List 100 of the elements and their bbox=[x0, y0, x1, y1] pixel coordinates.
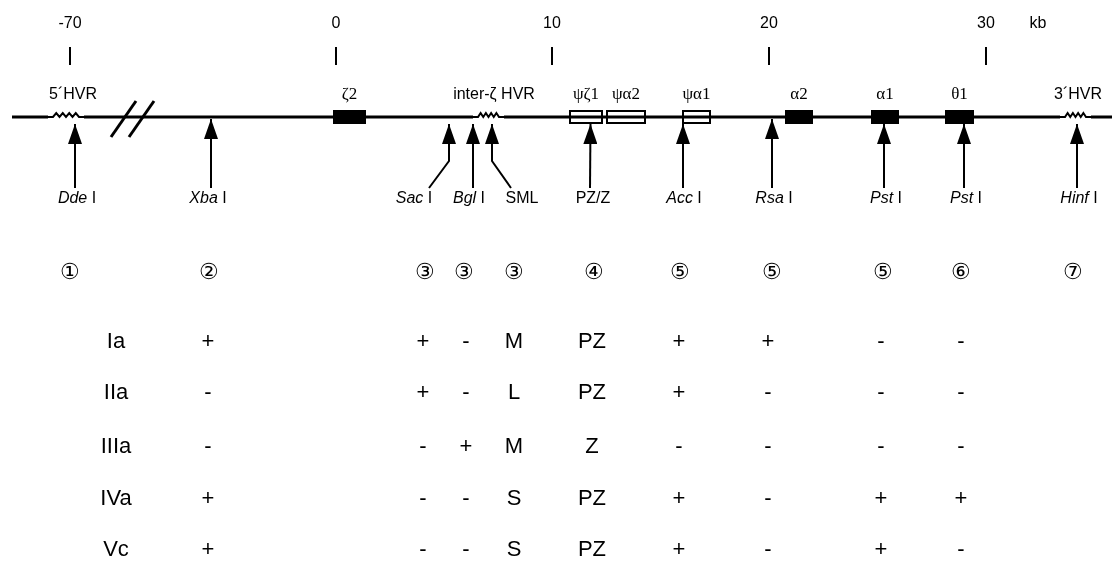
restriction-site-label: Rsa I bbox=[755, 188, 793, 208]
restriction-site-label: Pst I bbox=[950, 188, 982, 208]
table-value: + bbox=[954, 485, 968, 511]
circled-number: ② bbox=[199, 259, 219, 285]
gene-label: ψζ1 bbox=[571, 84, 601, 104]
restriction-site-label: Dde I bbox=[57, 188, 97, 208]
table-value: - bbox=[462, 536, 470, 562]
haplotype-label: IVa bbox=[100, 485, 132, 511]
table-value: + bbox=[201, 485, 215, 511]
arrow bbox=[485, 123, 512, 189]
gene-label: α1 bbox=[875, 84, 895, 104]
table-value: PZ bbox=[577, 328, 607, 354]
table-value: - bbox=[764, 485, 772, 511]
table-value: - bbox=[957, 433, 965, 459]
region-label: 5´HVR bbox=[48, 84, 98, 104]
circled-number: ⑤ bbox=[762, 259, 782, 285]
table-value: + bbox=[201, 536, 215, 562]
arrow bbox=[204, 118, 218, 189]
table-value: M bbox=[504, 328, 524, 354]
table-value: - bbox=[764, 433, 772, 459]
table-value: + bbox=[672, 536, 686, 562]
table-value: - bbox=[462, 328, 470, 354]
unit-label: kb bbox=[1029, 13, 1047, 33]
restriction-site-label: Hinf I bbox=[1060, 188, 1098, 208]
region-label: inter-ζ HVR bbox=[452, 84, 536, 104]
region-label: 3´HVR bbox=[1053, 84, 1103, 104]
table-value: - bbox=[204, 433, 212, 459]
circled-number: ⑤ bbox=[873, 259, 893, 285]
table-value: - bbox=[764, 536, 772, 562]
scale-label: -70 bbox=[58, 13, 82, 33]
table-value: + bbox=[672, 328, 686, 354]
table-value: - bbox=[419, 485, 427, 511]
gene-label: θ1 bbox=[950, 84, 969, 104]
restriction-site-label: Xba I bbox=[189, 188, 227, 208]
haplotype-label: Vc bbox=[103, 536, 129, 562]
table-value: - bbox=[419, 433, 427, 459]
arrow bbox=[676, 123, 690, 189]
table-value: - bbox=[419, 536, 427, 562]
table-value: PZ bbox=[577, 485, 607, 511]
table-value: + bbox=[874, 536, 888, 562]
arrow bbox=[877, 123, 891, 189]
table-value: - bbox=[462, 485, 470, 511]
table-value: S bbox=[506, 485, 522, 511]
circled-number: ⑦ bbox=[1063, 259, 1083, 285]
haplotype-label: IIIa bbox=[100, 433, 132, 459]
table-value: - bbox=[877, 379, 885, 405]
table-value: - bbox=[877, 328, 885, 354]
arrow bbox=[466, 123, 480, 189]
table-value: + bbox=[672, 485, 686, 511]
table-value: Z bbox=[585, 433, 599, 459]
restriction-site-label: PZ/Z bbox=[575, 188, 611, 208]
arrow bbox=[68, 123, 82, 189]
table-value: - bbox=[462, 379, 470, 405]
restriction-site-label: Bgl I bbox=[453, 188, 485, 208]
table-value: - bbox=[957, 328, 965, 354]
table-value: - bbox=[764, 379, 772, 405]
circled-number: ③ bbox=[415, 259, 435, 285]
table-value: + bbox=[672, 379, 686, 405]
restriction-site-label: Sac I bbox=[395, 188, 433, 208]
circled-number: ④ bbox=[584, 259, 604, 285]
table-value: - bbox=[204, 379, 212, 405]
circled-number: ③ bbox=[454, 259, 474, 285]
circled-number: ① bbox=[60, 259, 80, 285]
table-value: + bbox=[201, 328, 215, 354]
arrow bbox=[428, 123, 456, 189]
gene-label: ψα1 bbox=[681, 84, 712, 104]
dna-strand bbox=[12, 115, 1112, 119]
scale-label: 10 bbox=[543, 13, 561, 33]
circled-number: ③ bbox=[504, 259, 524, 285]
table-value: PZ bbox=[577, 379, 607, 405]
scale-label: 20 bbox=[760, 13, 778, 33]
table-value: PZ bbox=[577, 536, 607, 562]
scale-label: 0 bbox=[331, 13, 341, 33]
haplotype-label: IIa bbox=[103, 379, 129, 405]
gene-label: ζ2 bbox=[340, 84, 359, 104]
table-value: + bbox=[459, 433, 473, 459]
scale-label: 30 bbox=[977, 13, 995, 33]
table-value: M bbox=[504, 433, 524, 459]
table-value: + bbox=[761, 328, 775, 354]
restriction-site-label: SML bbox=[505, 188, 539, 208]
arrow bbox=[957, 123, 971, 189]
arrow bbox=[1070, 123, 1084, 189]
restriction-site-label: Acc I bbox=[666, 188, 702, 208]
table-value: + bbox=[416, 328, 430, 354]
table-value: S bbox=[506, 536, 522, 562]
gene-label: ψα2 bbox=[610, 84, 642, 104]
table-value: - bbox=[675, 433, 683, 459]
arrow bbox=[583, 123, 598, 189]
table-value: + bbox=[416, 379, 430, 405]
table-value: - bbox=[957, 379, 965, 405]
arrow bbox=[765, 118, 779, 189]
gene-label: α2 bbox=[789, 84, 809, 104]
table-value: - bbox=[957, 536, 965, 562]
table-value: L bbox=[507, 379, 521, 405]
circled-number: ⑤ bbox=[670, 259, 690, 285]
table-value: + bbox=[874, 485, 888, 511]
circled-number: ⑥ bbox=[951, 259, 971, 285]
haplotype-label: Ia bbox=[106, 328, 126, 354]
restriction-site-label: Pst I bbox=[870, 188, 902, 208]
table-value: - bbox=[877, 433, 885, 459]
